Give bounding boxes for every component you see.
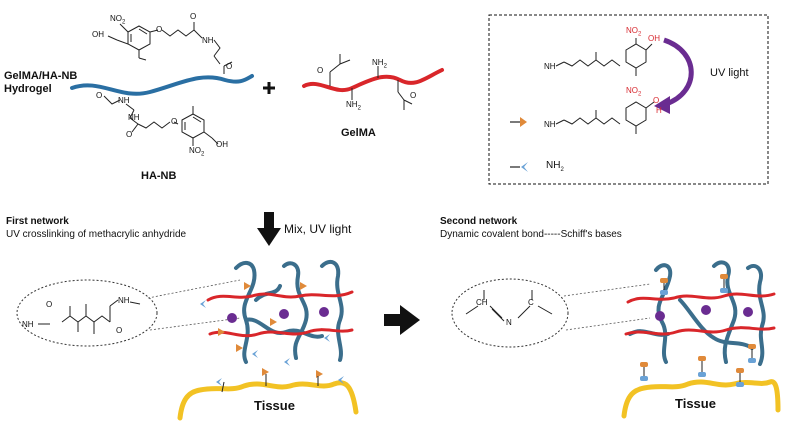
amine-group-icon [510,162,528,172]
atom-o-gelma-2: O [410,91,417,100]
zoom-line-right-top [563,283,651,297]
gelma-chains-left [206,290,354,338]
tissue-label-left: Tissue [254,398,295,413]
tissue-surface-left [177,380,359,421]
atom-nh-legend-bottom: NH [544,120,556,129]
legend-nh2-label: NH2 [546,160,564,173]
curved-arrow-icon [663,37,694,107]
atom-c-zoom-right: C [528,298,534,307]
atom-o-bottom-2: O [126,130,133,139]
tissue-label-right: Tissue [675,396,716,411]
ha-nb-top-structure [107,22,233,74]
down-arrow-icon [257,212,281,246]
gelma-label: GelMA [341,127,376,139]
atom-o-carbonyl-top: O [190,12,197,21]
atom-o-top: O [156,25,163,34]
atom-nh-top: NH [202,36,214,45]
crosslink-zoom-left [16,279,158,347]
atom-nh-bottom-2: NH [128,113,140,122]
zoom-line-right-bottom [565,317,651,331]
curved-arrow-head [654,96,670,114]
ha-nb-label: HA-NB [141,170,177,182]
purple-crosslinks-right [655,305,753,321]
gelma-chains-right [624,292,776,336]
hydrogel-title-line2: Hydrogel [4,83,52,95]
atom-nh-zoom-left-2: NH [118,296,130,305]
atom-o-zoom-left-1: O [46,300,53,309]
zoom-line-left-bottom [149,317,241,331]
atom-nh-bottom-1: NH [118,96,130,105]
gelma-side-groups [329,54,413,110]
atom-nh-zoom-left-1: NH [22,320,34,329]
atom-o-right-top: O [226,62,233,71]
atom-no2-bottom: NO2 [189,146,205,158]
schiff-base-structure [465,290,553,322]
atom-nh-gelma-1: NH2 [372,58,387,70]
atom-no2-legend-bottom: NO2 [626,86,642,98]
ha-nb-bottom-structure [103,95,219,146]
atom-h-legend-bottom: H [656,106,662,115]
purple-crosslinks-left [227,307,329,323]
atom-nh-gelma-2: NH2 [346,100,361,112]
atom-nh-legend-top: NH [544,62,556,71]
right-arrow-icon [384,305,420,335]
atom-o-legend-bottom: O [653,96,660,105]
aldehyde-group-icon [510,117,527,127]
uv-light-label: UV light [710,67,749,79]
plus-sign [263,82,275,94]
schiff-linkages-right [640,274,756,387]
tissue-surface-right [621,379,781,419]
ha-chain [70,74,254,96]
atom-no2-top: NO2 [110,14,126,26]
hydrogel-title-line1: GelMA/HA-NB [4,70,78,82]
first-network-title: First network [6,216,69,227]
atom-oh-legend-top: OH [648,34,660,43]
legend-molecule-bottom [555,101,655,134]
atom-no2-legend-top: NO2 [626,26,642,38]
atom-oh-top: OH [92,30,104,39]
second-network-title: Second network [440,216,518,227]
atom-oh-bottom: OH [216,140,228,149]
aldehyde-groups-left [218,282,323,378]
mix-uv-label: Mix, UV light [284,222,352,236]
atom-ch-zoom-right: CH [476,298,488,307]
atom-o-bottom: O [96,91,103,100]
gelma-chain [302,68,444,92]
legend-molecule-top [555,38,653,76]
amine-groups-left [200,300,344,386]
crosslink-structure-left [38,299,141,334]
first-network-subtitle: UV crosslinking of methacrylic anhydride [6,229,187,240]
second-network-subtitle: Dynamic covalent bond-----Schiff's bases [440,229,622,240]
atom-o-zoom-left-2: O [116,326,123,335]
atom-o-bottom-3: O [171,117,178,126]
legend-box [488,14,769,185]
atom-n-zoom-right: N [506,318,512,327]
atom-o-gelma-1: O [317,66,324,75]
tissue-links-left [221,374,319,393]
crosslink-zoom-right [451,278,569,348]
